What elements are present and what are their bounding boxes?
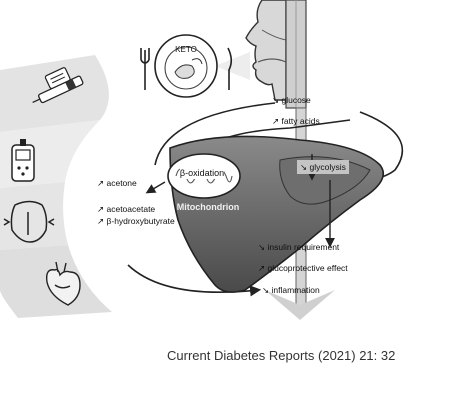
glucose-label: ↘ glucose bbox=[272, 95, 311, 105]
beta-oxidation-label: β-oxidation bbox=[180, 168, 224, 178]
keto-plate-icon: KETO bbox=[154, 34, 218, 98]
acetoacetate-label: ↗ acetoacetate bbox=[97, 204, 155, 214]
knife-icon bbox=[227, 47, 233, 90]
side-panel bbox=[0, 55, 112, 318]
fatty-acids-label: ↗ fatty acids bbox=[272, 116, 320, 126]
glycolysis-label: ↘ glycolysis bbox=[300, 162, 346, 172]
glycolysis-label-bg bbox=[297, 160, 349, 174]
face-profile bbox=[245, 0, 307, 109]
fork-icon bbox=[140, 48, 150, 90]
insulin-pen-icon bbox=[32, 67, 84, 104]
insulin-requirement-label: ↘ insulin requirement bbox=[258, 242, 340, 252]
mitochondrion: β-oxidation bbox=[167, 153, 241, 199]
citation-caption: Current Diabetes Reports (2021) 21: 32 bbox=[167, 348, 396, 363]
glucometer-icon bbox=[11, 139, 35, 182]
body-weight-icon bbox=[3, 200, 55, 243]
plate-beam bbox=[215, 52, 250, 80]
heart-icon bbox=[45, 261, 81, 306]
inflammation-label: ↘ inflammation bbox=[262, 285, 320, 295]
acetone-label: ↗ acetone bbox=[97, 178, 137, 188]
gut-shape bbox=[265, 290, 335, 320]
panel-segment bbox=[0, 182, 68, 250]
cycle-arrow-left-top bbox=[154, 102, 276, 166]
glucoprotective-label: ↗ glucoprotective effect bbox=[258, 263, 348, 273]
keto-label: KETO bbox=[175, 45, 197, 54]
beta-hydroxybutyrate-label: ↗ β-hydroxybutyrate bbox=[97, 216, 175, 226]
ketone-arrow bbox=[145, 181, 166, 194]
mitochondrion-label: Mitochondrion bbox=[177, 202, 240, 212]
